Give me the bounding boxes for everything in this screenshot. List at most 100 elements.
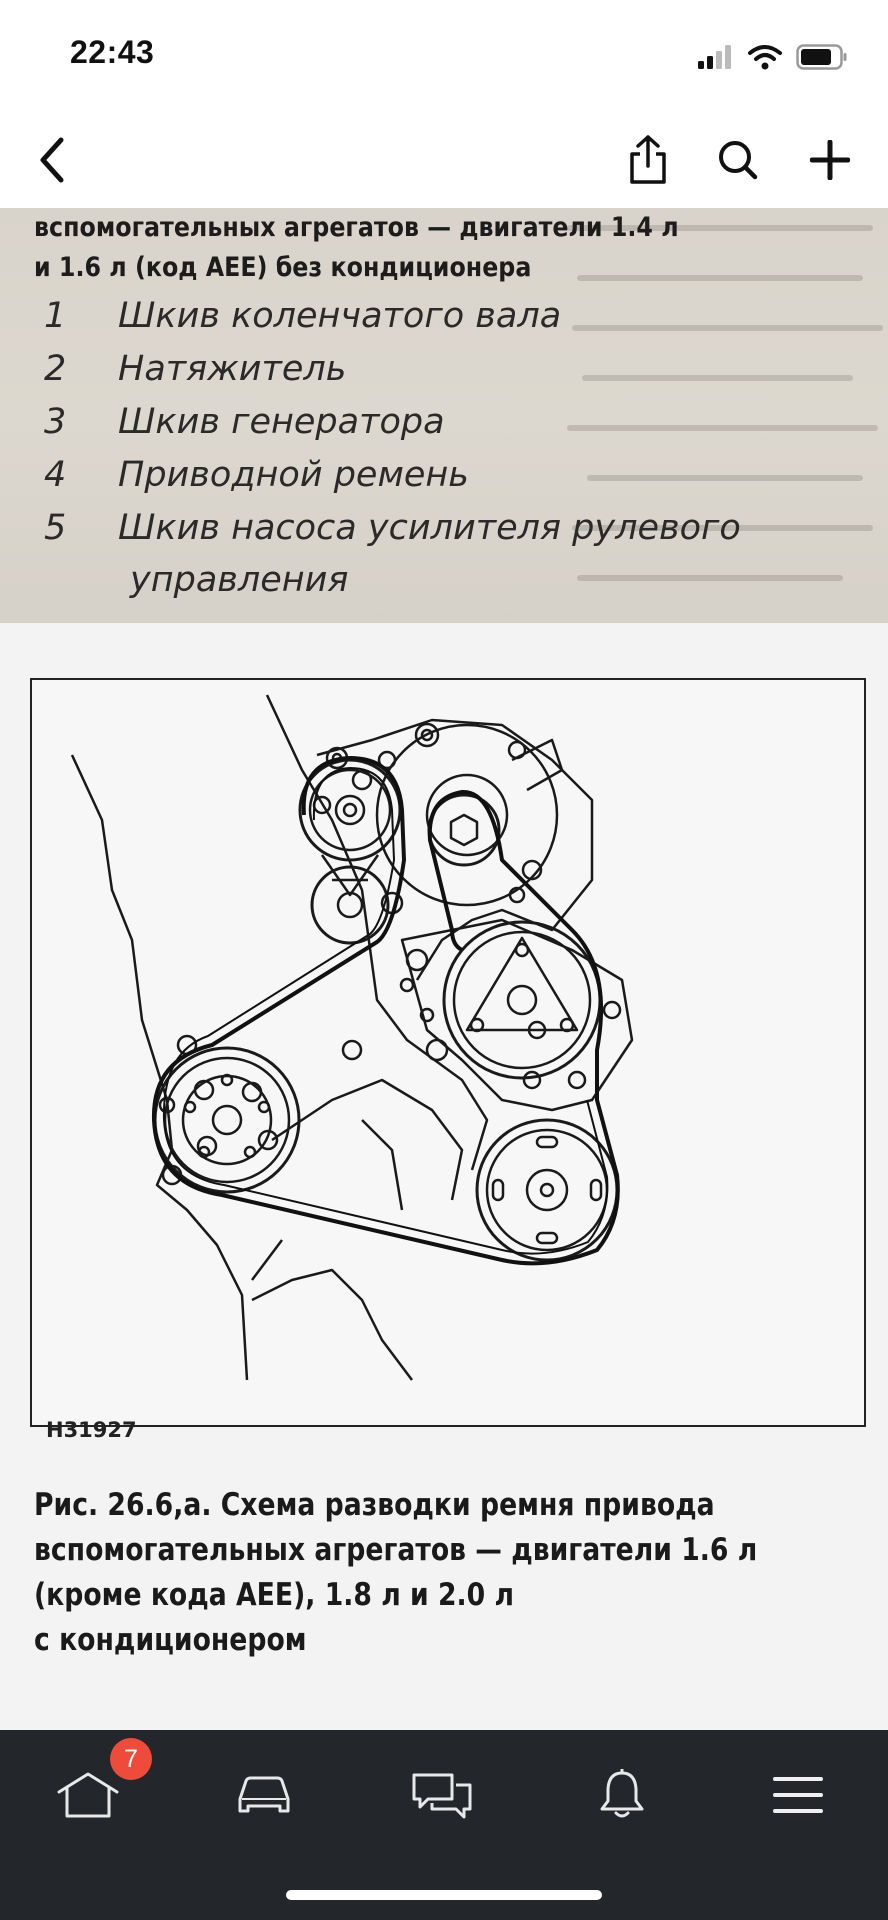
menu-icon: [773, 1777, 823, 1813]
bolt: [196, 1135, 218, 1157]
legend-number: 2: [44, 349, 67, 389]
pulley-hub: [336, 891, 364, 919]
tab-menu[interactable]: [748, 1760, 848, 1830]
bracket-outline: [251, 1268, 413, 1381]
bolt: [419, 1007, 435, 1023]
status-bar: 22:43: [0, 0, 888, 110]
water-pump-arm: [511, 738, 564, 792]
engine-block-outline: [70, 754, 249, 1381]
crankshaft-pulley: [153, 1046, 301, 1194]
drive-belt-inner-edge: [162, 767, 609, 1255]
bracket-outline: [271, 1078, 464, 1201]
bolt: [257, 1100, 271, 1114]
pulley-hub: [342, 802, 358, 818]
power-steering-pulley-inner: [308, 768, 392, 852]
home-icon: [57, 1772, 119, 1818]
tab-notifications[interactable]: [572, 1760, 672, 1830]
legend-item: 1 Шкив коленчатого вала: [44, 296, 864, 349]
bolt: [602, 1000, 622, 1020]
engine-block-outline: [265, 694, 489, 1171]
document-photo-bottom: H31927 Рис. 26.6,а. Схема разводки ремня…: [0, 623, 888, 1730]
share-icon: [630, 135, 666, 184]
pulley-hub: [525, 1168, 569, 1212]
notification-badge: 7: [110, 1738, 152, 1780]
bolt: [522, 1070, 542, 1090]
legend-text-continued: управления: [130, 560, 349, 600]
figure-code: H31927: [46, 1418, 137, 1442]
bleed-through-text: [567, 225, 883, 581]
ac-compressor-plate: [465, 936, 579, 1032]
bolt: [514, 942, 530, 958]
bolt: [183, 1100, 197, 1114]
bolt: [341, 1039, 363, 1061]
caption-top: вспомогательных агрегатов — двигатели 1.…: [34, 208, 773, 288]
bolt: [257, 1129, 279, 1151]
legend-number: 3: [44, 402, 67, 442]
legend-item: 3 Шкив генератора: [44, 402, 864, 455]
pulley-hub: [539, 1182, 555, 1198]
bracket-outline: [251, 1239, 283, 1281]
bolt: [414, 722, 440, 748]
figure-caption-line: Рис. 26.6,а. Схема разводки ремня привод…: [34, 1487, 715, 1523]
bolt: [559, 1017, 575, 1033]
pulley-slot: [491, 1178, 505, 1202]
battery-icon: [796, 44, 847, 70]
legend-number: 4: [44, 455, 67, 495]
figure-caption-line: (кроме кода AEE), 1.8 л и 2.0 л: [34, 1577, 515, 1613]
tensioner-arm: [320, 854, 380, 897]
status-time: 22:43: [70, 34, 155, 70]
pulley-hub: [334, 794, 366, 826]
belt-drawing: [70, 694, 634, 1381]
drive-belt: [151, 756, 620, 1266]
home-indicator[interactable]: [286, 1890, 602, 1900]
bracket-outline: [316, 718, 594, 981]
legend-text: Приводной ремень: [118, 455, 469, 495]
bracket-outline: [361, 1119, 404, 1211]
tab-garage[interactable]: [214, 1760, 314, 1830]
chevron-left-icon: [40, 137, 64, 183]
bracket-outline: [400, 918, 634, 1112]
bolt: [420, 728, 434, 742]
search-icon: [719, 141, 758, 180]
legend-item: 5 Шкив насоса усилителя рулевого управле…: [44, 508, 864, 618]
ac-compressor-pulley-inner: [452, 930, 592, 1070]
tensioner-pulley: [310, 865, 390, 945]
document-photo-top: вспомогательных агрегатов — двигатели 1.…: [0, 208, 888, 623]
wifi-icon: [748, 45, 782, 70]
tab-home[interactable]: [38, 1760, 138, 1830]
add-button[interactable]: [798, 128, 862, 192]
nav-bar: [0, 110, 888, 210]
caption-top-line: вспомогательных агрегатов — двигатели 1.…: [34, 212, 679, 243]
ac-compressor-pulley: [442, 920, 602, 1080]
legend-text: Шкив коленчатого вала: [118, 296, 562, 336]
legend-item: 4 Приводной ремень: [44, 455, 864, 508]
legend: 1 Шкив коленчатого вала 2 Натяжитель 3 Ш…: [44, 296, 864, 618]
lower-right-pulley: [475, 1118, 619, 1262]
legend-text: Натяжитель: [118, 349, 347, 389]
bolt: [405, 948, 429, 972]
search-button[interactable]: [706, 128, 770, 192]
plus-icon: [810, 140, 850, 180]
car-icon: [238, 1776, 290, 1813]
back-button[interactable]: [20, 128, 84, 192]
caption-top-line: и 1.6 л (код AEE) без кондиционера: [34, 252, 532, 283]
legend-number: 5: [44, 508, 67, 548]
signal-icon: [698, 45, 731, 69]
bell-icon: [600, 1769, 644, 1818]
pulley-hub: [211, 1104, 243, 1136]
bolt: [193, 1079, 215, 1101]
bolt: [567, 1070, 587, 1090]
bolt: [399, 977, 415, 993]
pulley-slot: [535, 1231, 559, 1245]
legend-text: Шкив насоса усилителя рулевого: [118, 508, 741, 548]
pulley-hub: [506, 984, 538, 1016]
tab-messages[interactable]: [392, 1760, 492, 1830]
water-pump-housing: [375, 723, 559, 907]
pulley-slot: [535, 1135, 559, 1149]
pulley-slot: [589, 1178, 603, 1202]
water-pump-housing-inner: [425, 773, 509, 857]
belt-diagram: [30, 678, 866, 1427]
figure-caption: Рис. 26.6,а. Схема разводки ремня привод…: [34, 1483, 888, 1663]
share-button[interactable]: [616, 128, 680, 192]
legend-item: 2 Натяжитель: [44, 349, 864, 402]
